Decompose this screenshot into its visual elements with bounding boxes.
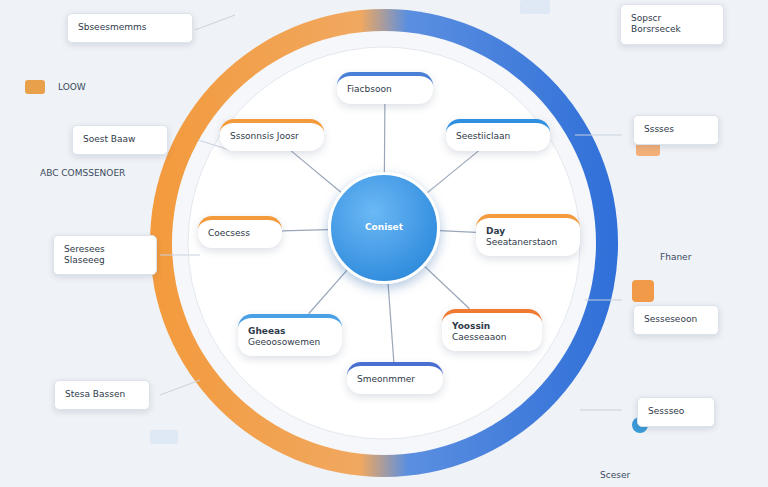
node-heading: Sssses xyxy=(644,124,708,135)
side-card: Sopscr Borsrsecek xyxy=(620,4,724,45)
spoke-connector xyxy=(282,230,328,231)
node-heading: Coniset xyxy=(365,222,403,233)
spoke-connector xyxy=(291,151,341,193)
spoke-connector xyxy=(427,151,478,193)
node-heading: Seestiiclaan xyxy=(456,131,540,142)
hub-circle: Coniset xyxy=(328,172,440,284)
petal-box: DaySeeatanerstaon xyxy=(476,214,580,257)
node-heading: Sopscr Borsrsecek xyxy=(631,13,713,36)
petal-box: Coecsess xyxy=(198,216,282,247)
side-card: Seresees Slaseeeg xyxy=(53,235,157,276)
note-label: Sceser xyxy=(600,470,630,480)
icon xyxy=(25,80,45,94)
node-heading: Day xyxy=(486,226,570,237)
node-heading: Seresees Slaseeeg xyxy=(64,244,146,267)
spoke-connector xyxy=(384,104,386,172)
side-card: Sessseo xyxy=(637,397,715,426)
petal-box: Fiacbsoon xyxy=(337,72,433,103)
node-heading: Gheeas xyxy=(248,326,332,337)
node-heading: Smeonmmer xyxy=(357,374,433,385)
node-text: Caesseaaon xyxy=(452,332,532,343)
spoke-connector xyxy=(425,266,470,308)
node-heading: Stesa Bassen xyxy=(65,389,139,400)
node-heading: Soest Baaw xyxy=(83,134,157,145)
node-text: Seeatanerstaon xyxy=(486,237,570,248)
petal-box: GheeasGeeoosowemen xyxy=(238,314,342,357)
note-label: Fhaner xyxy=(660,252,691,262)
petal-box: Seestiiclaan xyxy=(446,119,550,150)
inner-plate xyxy=(188,47,580,439)
side-card: Sesseseoon xyxy=(633,305,719,334)
node-heading: Sbseesmemms xyxy=(78,22,182,33)
note-label: ABC COMSSENOER xyxy=(40,168,125,178)
node-heading: Sssonnsis Joosr xyxy=(230,131,314,142)
spoke-connector xyxy=(440,231,476,233)
icon xyxy=(520,0,550,14)
petal-box: Smeonmmer xyxy=(347,362,443,393)
node-heading: Sesseseoon xyxy=(644,314,708,325)
side-card: Sssses xyxy=(633,115,719,144)
side-card: Soest Baaw xyxy=(72,125,168,154)
node-heading: Coecsess xyxy=(208,228,272,239)
note-label: LOOW xyxy=(58,82,86,92)
petal-box: Sssonnsis Joosr xyxy=(220,119,324,150)
inner-disc xyxy=(172,31,596,455)
node-text: Geeoosowemen xyxy=(248,337,332,348)
spoke-connector xyxy=(309,270,347,314)
side-card: Sbseesmemms xyxy=(67,13,193,42)
node-heading: Sessseo xyxy=(648,406,704,417)
icon xyxy=(150,430,178,444)
side-card: Stesa Bassen xyxy=(54,380,150,409)
node-heading: Yoossin xyxy=(452,321,532,332)
icon xyxy=(632,280,654,302)
petal-box: YoossinCaesseaaon xyxy=(442,309,542,352)
node-heading: Fiacbsoon xyxy=(347,84,423,95)
spoke-connector xyxy=(388,284,394,363)
outer-ring xyxy=(150,9,618,477)
